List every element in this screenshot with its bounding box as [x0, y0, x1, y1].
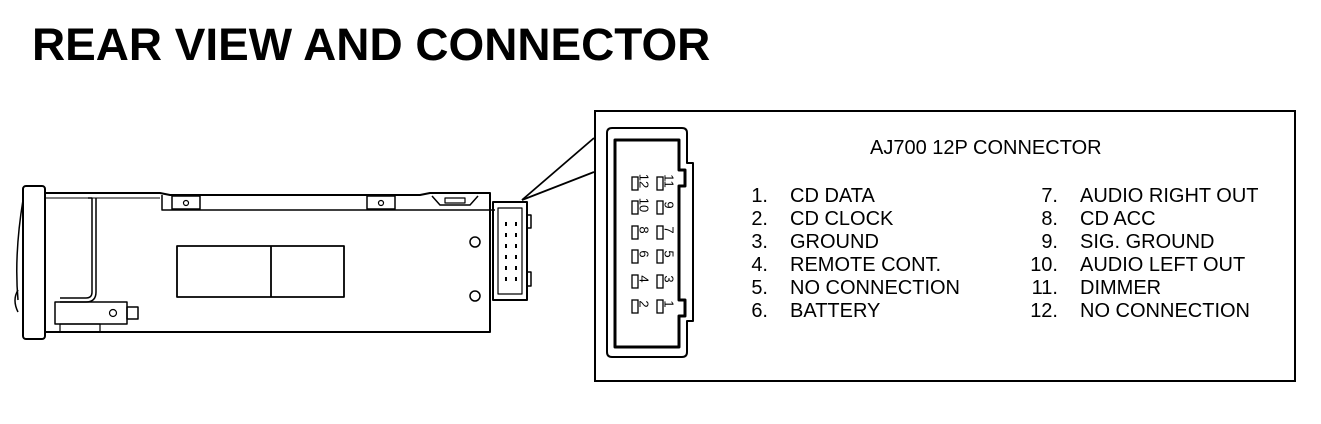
unit-pin-dot	[505, 233, 507, 237]
pin-item: 7.AUDIO RIGHT OUT	[1041, 185, 1259, 207]
unit-pin-dot	[515, 255, 517, 259]
pin-terminal	[656, 225, 664, 240]
pin-number-label: 6	[637, 250, 652, 257]
pin-item: 2.CD CLOCK	[751, 208, 894, 230]
pin-number-label: 1	[662, 300, 677, 307]
pin-item: 5.NO CONNECTION	[751, 277, 960, 299]
pin-number-label: 10	[637, 198, 652, 212]
chassis-body	[45, 192, 495, 333]
diagram-title: REAR VIEW AND CONNECTOR	[32, 19, 711, 70]
pin-terminal	[631, 249, 639, 264]
pin-terminal	[631, 299, 639, 314]
pin-item: 10.AUDIO LEFT OUT	[1030, 254, 1246, 276]
unit-pin-dot	[515, 244, 517, 248]
pin-item: 12.NO CONNECTION	[1030, 300, 1250, 322]
pin-list-right: 7.AUDIO RIGHT OUT 8.CD ACC 9.SIG. GROUND…	[1020, 185, 1259, 323]
pin-terminal	[656, 200, 664, 215]
unit-connector-pins	[505, 222, 517, 281]
connector-face	[606, 127, 694, 358]
pin-terminal	[656, 299, 664, 314]
pin-terminal	[631, 274, 639, 289]
pin-number-label: 5	[662, 250, 677, 257]
unit-pin-dot	[505, 277, 507, 281]
pin-number-label: 12	[637, 174, 652, 188]
connector-info-box	[594, 110, 1296, 382]
pin-terminal	[656, 274, 664, 289]
pin-number-label: 8	[637, 226, 652, 233]
connector-face-pins: 12 10 8 6 4 2 11 9 7 5 3 1	[631, 174, 677, 314]
pin-list-left: 1.CD DATA 2.CD CLOCK 3.GROUND 4.REMOTE C…	[742, 185, 960, 323]
pin-number-label: 4	[637, 275, 652, 282]
front-bezel	[14, 185, 46, 340]
pin-terminal	[656, 176, 664, 191]
unit-pin-dot	[515, 277, 517, 281]
pin-terminal	[631, 225, 639, 240]
unit-pin-dot	[515, 233, 517, 237]
unit-pin-dot	[505, 255, 507, 259]
pin-terminal	[656, 249, 664, 264]
pin-item: 9.SIG. GROUND	[1041, 231, 1215, 253]
pin-number-label: 9	[662, 201, 677, 208]
connector-title: AJ700 12P CONNECTOR	[870, 137, 1102, 159]
pin-terminal	[631, 176, 639, 191]
pin-item: 11.DIMMER	[1031, 277, 1162, 299]
pin-number-label: 2	[637, 300, 652, 307]
pin-item: 1.CD DATA	[751, 185, 875, 207]
unit-pin-dot	[505, 222, 507, 226]
unit-pin-dot	[515, 266, 517, 270]
callout-line-upper	[521, 137, 595, 201]
unit-pin-dot	[515, 222, 517, 226]
callout-line-lower	[521, 171, 595, 201]
pin-item: 6.BATTERY	[751, 300, 881, 322]
pin-number-label: 3	[662, 275, 677, 282]
pin-item: 4.REMOTE CONT.	[751, 254, 942, 276]
pin-item: 3.GROUND	[751, 231, 879, 253]
pin-terminal	[631, 200, 639, 215]
unit-pin-dot	[505, 244, 507, 248]
pin-item: 8.CD ACC	[1041, 208, 1156, 230]
pin-number-label: 11	[662, 174, 677, 188]
pin-number-label: 7	[662, 226, 677, 233]
unit-pin-dot	[505, 266, 507, 270]
unit-connector	[492, 201, 532, 301]
